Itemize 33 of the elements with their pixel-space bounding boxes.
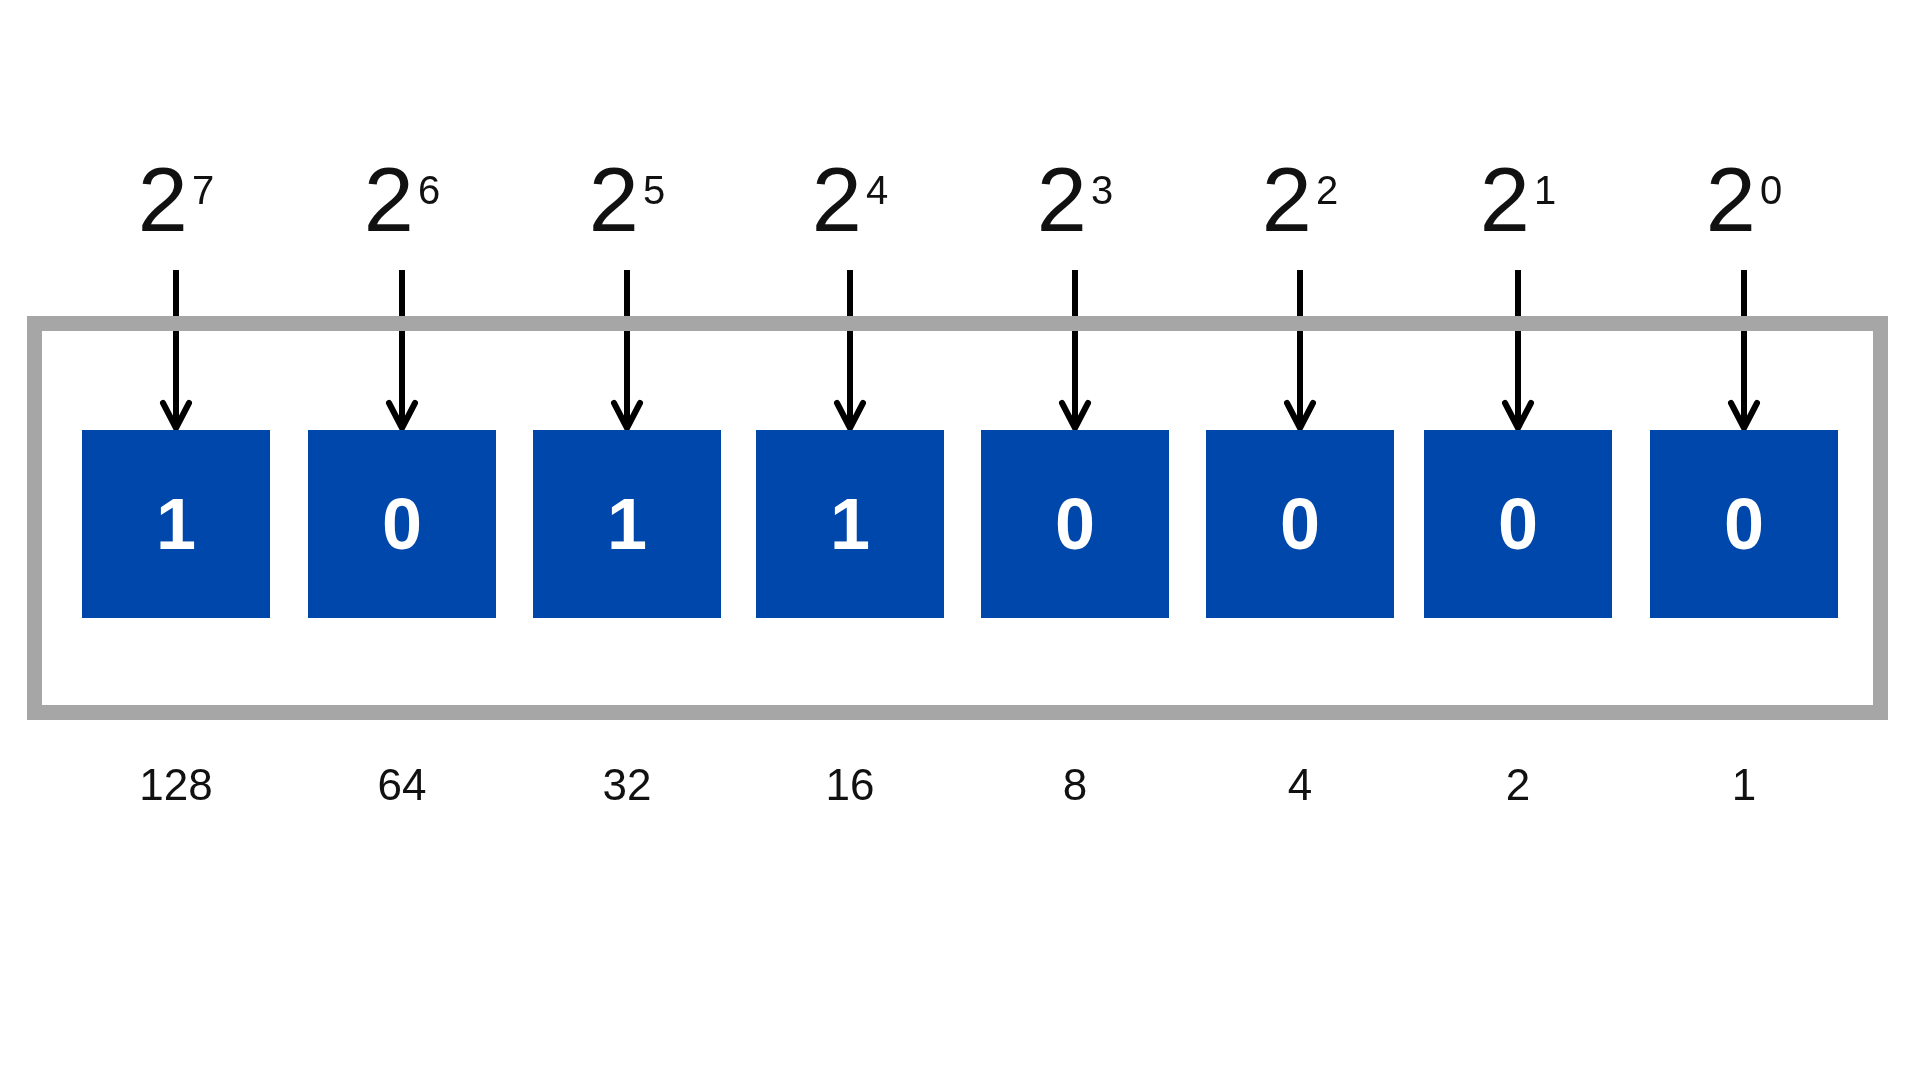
power-label: 2$^{7}$ xyxy=(91,135,261,265)
arrow xyxy=(386,270,418,431)
place-value: 32 xyxy=(601,760,653,810)
arrow xyxy=(1502,270,1534,431)
place-value: 1 xyxy=(1730,760,1758,810)
arrow xyxy=(834,270,866,431)
bit-box: 0 xyxy=(1650,430,1838,618)
power-label: 2$^{6}$ xyxy=(317,135,487,265)
power-label: 2$^{3}$ xyxy=(990,135,1160,265)
bit-box: 0 xyxy=(981,430,1169,618)
place-value: 2 xyxy=(1504,760,1532,810)
place-value: 4 xyxy=(1286,760,1314,810)
place-value: 8 xyxy=(1061,760,1089,810)
arrow xyxy=(1059,270,1091,431)
bit-box: 1 xyxy=(533,430,721,618)
power-label: 2$^{5}$ xyxy=(542,135,712,265)
place-value: 128 xyxy=(138,760,214,810)
place-value: 16 xyxy=(824,760,876,810)
bit-box: 0 xyxy=(308,430,496,618)
bit-box: 1 xyxy=(82,430,270,618)
bit-box: 1 xyxy=(756,430,944,618)
arrow xyxy=(1728,270,1760,431)
power-label: 2$^{0}$ xyxy=(1659,135,1829,265)
bit-box: 0 xyxy=(1424,430,1612,618)
arrow xyxy=(611,270,643,431)
power-label: 2$^{1}$ xyxy=(1433,135,1603,265)
arrow xyxy=(160,270,192,431)
power-label: 2$^{4}$ xyxy=(765,135,935,265)
bit-box: 0 xyxy=(1206,430,1394,618)
power-label: 2$^{2}$ xyxy=(1215,135,1385,265)
place-value: 64 xyxy=(376,760,428,810)
arrow xyxy=(1284,270,1316,431)
register-frame xyxy=(27,316,1888,720)
